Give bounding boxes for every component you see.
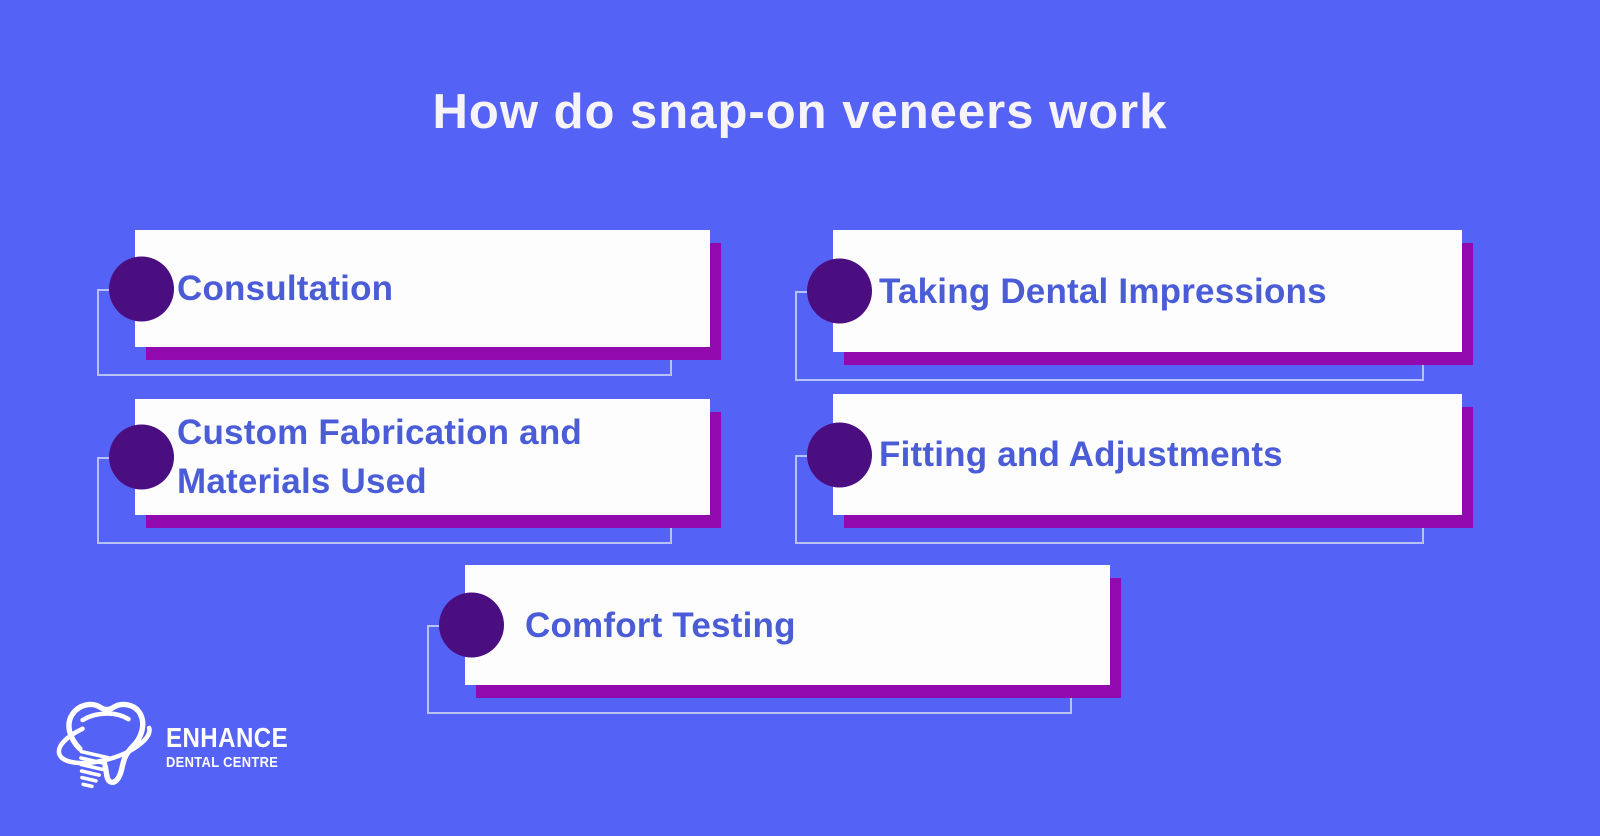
- step-card: Consultation: [135, 230, 710, 347]
- logo-name: ENHANCE: [166, 722, 289, 754]
- step-label: Taking Dental Impressions: [879, 271, 1327, 311]
- step-dot-icon: [807, 422, 872, 487]
- step-card: Taking Dental Impressions: [833, 230, 1462, 352]
- page-title: How do snap-on veneers work: [432, 85, 1168, 139]
- step-card-comfort-testing: Comfort Testing: [427, 565, 1121, 714]
- step-dot-icon: [439, 592, 504, 658]
- step-dot-icon: [807, 258, 872, 324]
- step-card-custom-fabrication: Custom Fabrication and Materials Used: [97, 399, 721, 544]
- step-dot-icon: [109, 424, 174, 490]
- step-card-taking-dental-impressions: Taking Dental Impressions: [795, 230, 1473, 381]
- step-card-fitting-and-adjustments: Fitting and Adjustments: [795, 394, 1473, 544]
- step-card: Fitting and Adjustments: [833, 394, 1462, 515]
- step-card: Custom Fabrication and Materials Used: [135, 399, 710, 515]
- step-card: Comfort Testing: [465, 565, 1110, 685]
- step-dot-icon: [109, 256, 174, 321]
- logo-text: ENHANCE DENTAL CENTRE: [166, 722, 289, 772]
- step-label: Fitting and Adjustments: [879, 435, 1283, 474]
- logo: ENHANCE DENTAL CENTRE: [52, 694, 308, 802]
- tooth-implant-icon: [56, 701, 152, 789]
- step-label: Custom Fabrication and Materials Used: [177, 413, 582, 501]
- step-label: Consultation: [177, 269, 394, 308]
- logo-subtitle: DENTAL CENTRE: [166, 754, 279, 772]
- step-label: Comfort Testing: [525, 605, 796, 645]
- step-card-consultation: Consultation: [97, 230, 721, 376]
